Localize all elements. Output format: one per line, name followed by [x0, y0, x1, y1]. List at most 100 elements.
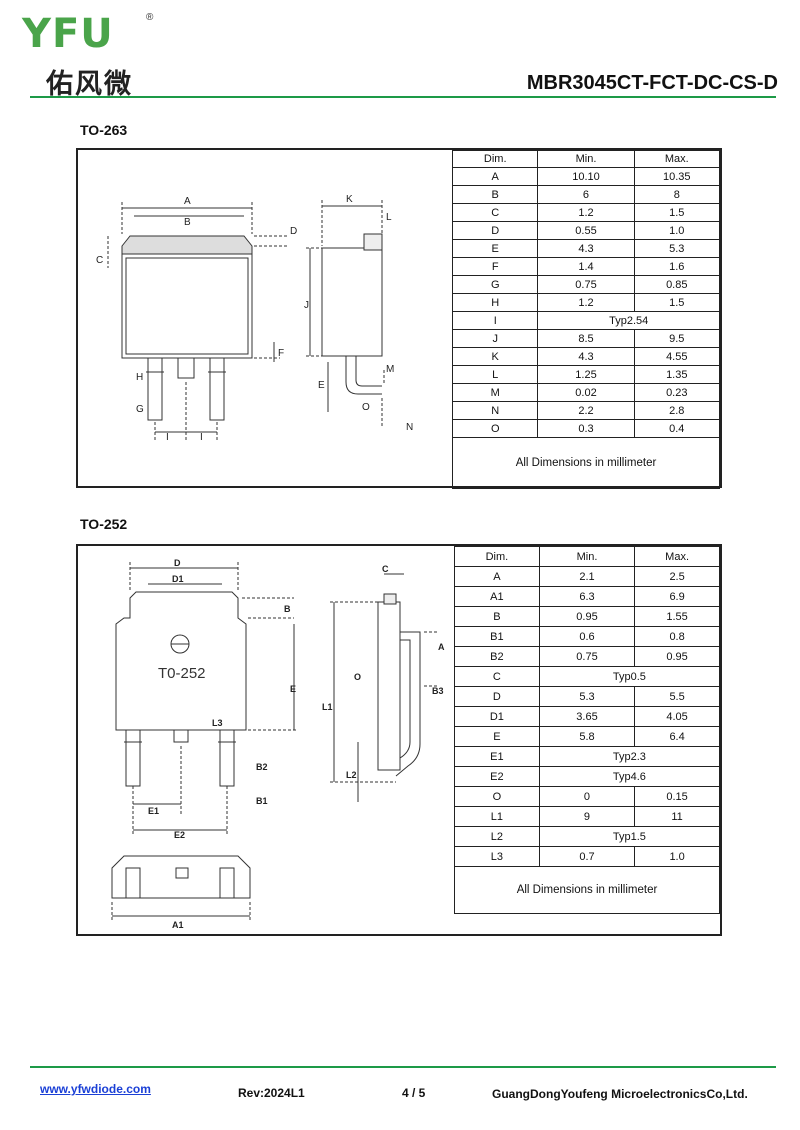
- max-cell: 1.6: [633, 257, 721, 276]
- min-cell: 0.95: [538, 606, 636, 627]
- dim-label-e1: E1: [148, 806, 159, 816]
- to252-section-label: TO-252: [80, 516, 128, 532]
- dim-cell: A: [454, 566, 540, 587]
- min-cell: 1.2: [537, 203, 635, 222]
- column-header: Min.: [537, 150, 635, 168]
- dim-cell: L2: [454, 826, 540, 847]
- min-cell: 3.65: [538, 706, 636, 727]
- dim-cell: G: [451, 275, 539, 294]
- logo-registered-mark: ®: [146, 12, 154, 23]
- typ-cell: Typ4.6: [538, 766, 721, 787]
- dim-label-d: D: [290, 226, 297, 237]
- max-cell: 1.35: [633, 365, 721, 384]
- max-cell: 1.55: [634, 606, 720, 627]
- dim-label-a1: A1: [172, 920, 184, 930]
- to252-outline-drawing: D D1 B E L3 B2 B1 E1 E2 A1 C A O B3 L1 L…: [111, 558, 445, 930]
- website-link[interactable]: www.yfwdiode.com: [40, 1082, 151, 1096]
- min-cell: 0.6: [538, 626, 636, 647]
- dim-label-e2: E2: [174, 830, 185, 840]
- dim-label-a: A: [438, 642, 445, 652]
- dim-label-k: K: [346, 194, 353, 205]
- max-cell: 11: [634, 806, 720, 827]
- typ-cell: Typ0.5: [538, 666, 721, 687]
- max-cell: 0.85: [633, 275, 721, 294]
- dim-label-m: M: [386, 364, 394, 375]
- min-cell: 2.1: [538, 566, 636, 587]
- min-cell: 0.02: [537, 383, 635, 402]
- dim-cell: C: [451, 203, 539, 222]
- max-cell: 6.4: [634, 726, 720, 747]
- min-cell: 4.3: [537, 347, 635, 366]
- max-cell: 2.5: [634, 566, 720, 587]
- min-cell: 5.8: [538, 726, 636, 747]
- dim-cell: E: [454, 726, 540, 747]
- max-cell: 1.5: [633, 293, 721, 312]
- column-header: Min.: [538, 546, 636, 567]
- dim-label-l: L: [386, 212, 392, 223]
- dim-label-e: E: [290, 684, 296, 694]
- min-cell: 5.3: [538, 686, 636, 707]
- max-cell: 9.5: [633, 329, 721, 348]
- dim-cell: D1: [454, 706, 540, 727]
- dim-cell: N: [451, 401, 539, 420]
- max-cell: 0.15: [634, 786, 720, 807]
- dim-cell: D: [454, 686, 540, 707]
- dim-cell: O: [451, 419, 539, 438]
- to263-section-label: TO-263: [80, 122, 128, 138]
- column-header: Dim.: [451, 150, 539, 168]
- max-cell: 1.0: [633, 221, 721, 240]
- column-header: Max.: [633, 150, 721, 168]
- min-cell: 0.75: [537, 275, 635, 294]
- min-cell: 1.4: [537, 257, 635, 276]
- dim-label-j: J: [304, 300, 309, 311]
- footer-divider: [30, 1066, 776, 1068]
- dim-cell: F: [451, 257, 539, 276]
- dim-label-l3: L3: [212, 718, 223, 728]
- max-cell: 0.95: [634, 646, 720, 667]
- dim-cell: D: [451, 221, 539, 240]
- dim-cell: B1: [454, 626, 540, 647]
- column-header: Dim.: [454, 546, 540, 567]
- to263-package-box: A B C D E F G H I I J K L M N O Dim.Min.…: [76, 148, 722, 489]
- max-cell: 5.3: [633, 239, 721, 258]
- dim-cell: L: [451, 365, 539, 384]
- dim-label-b: B: [284, 604, 291, 614]
- min-cell: 9: [538, 806, 636, 827]
- footer-revision: Rev:2024L1: [238, 1086, 305, 1100]
- dim-cell: L1: [454, 806, 540, 827]
- min-cell: 0.55: [537, 221, 635, 240]
- dim-label-f: F: [278, 348, 284, 359]
- to263-outline-drawing: A B C D E F G H I I J K L M N O: [96, 194, 413, 443]
- dim-label-e: E: [318, 380, 325, 391]
- max-cell: 8: [633, 185, 721, 204]
- dim-cell: C: [454, 666, 540, 687]
- dim-label-g: G: [136, 404, 144, 415]
- dim-label-l1: L1: [322, 702, 333, 712]
- min-cell: 1.2: [537, 293, 635, 312]
- dim-cell: E2: [454, 766, 540, 787]
- to252-package-box: D D1 B E L3 B2 B1 E1 E2 A1 C A O B3 L1 L…: [76, 544, 722, 936]
- header-divider: [30, 96, 776, 98]
- footer-company: GuangDongYoufeng MicroelectronicsCo,Ltd.: [492, 1087, 748, 1101]
- dim-label-b1: B1: [256, 796, 268, 806]
